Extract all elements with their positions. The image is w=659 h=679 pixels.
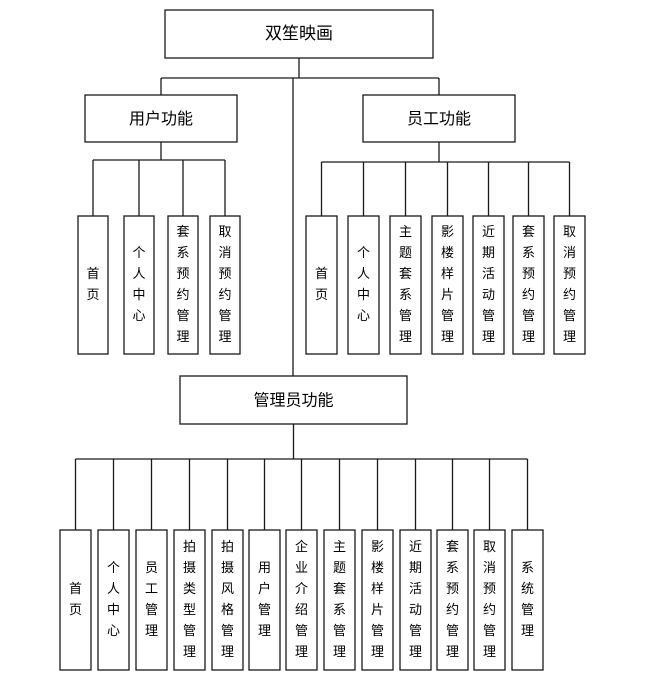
leaf-node-box — [123, 215, 155, 355]
leaf-node-label: 近期活动管理 — [482, 225, 495, 345]
leaf-node-box — [211, 529, 244, 671]
leaf-node-label: 套系预约管理 — [176, 224, 189, 345]
leaf-node-label: 套系预约管理 — [522, 224, 535, 345]
leaf-node-box — [135, 529, 168, 671]
leaf-node-box — [209, 215, 241, 355]
leaf-node-box — [167, 215, 199, 355]
leaf-node-label: 个人中心 — [357, 246, 370, 324]
leaf-node-label: 企业介绍管理 — [295, 539, 308, 660]
group-node-box — [362, 94, 516, 143]
leaf-node-label: 首页 — [86, 267, 99, 303]
leaf-node-box — [473, 529, 506, 671]
leaf-node-label: 主题套系管理 — [333, 540, 346, 660]
leaf-node-label: 系统管理 — [521, 561, 534, 639]
leaf-node-label: 拍摄风格管理 — [221, 540, 234, 660]
leaf-node-box — [173, 529, 206, 671]
leaf-node-box — [512, 215, 545, 355]
leaf-node-label: 个人中心 — [132, 246, 145, 324]
leaf-node-label: 取消预约管理 — [218, 225, 231, 345]
leaf-node-label: 取消预约管理 — [483, 540, 496, 660]
leaf-node-label: 主题套系管理 — [399, 225, 412, 345]
leaf-node-box — [97, 529, 130, 671]
leaf-node-label: 影楼样片管理 — [441, 225, 454, 345]
leaf-node-label: 影楼样片管理 — [371, 540, 384, 660]
leaf-node-box — [59, 529, 92, 671]
leaf-node-label: 个人中心 — [107, 561, 120, 639]
leaf-node-label: 拍摄类型管理 — [183, 540, 196, 660]
leaf-node-label: 员工管理 — [145, 561, 158, 639]
group-node-label: 员工功能 — [407, 109, 471, 128]
leaf-node-label: 套系预约管理 — [446, 539, 459, 660]
node-boxes: 双笙映画用户功能首页个人中心套系预约管理取消预约管理员工功能首页个人中心主题套系… — [59, 9, 586, 671]
leaf-node-box — [323, 529, 356, 671]
group-node-label: 用户功能 — [129, 109, 193, 128]
leaf-node-label: 用户管理 — [258, 561, 271, 639]
leaf-node-box — [347, 215, 380, 355]
leaf-node-label: 近期活动管理 — [409, 540, 422, 660]
group-node-box — [84, 94, 238, 143]
connector-lines — [74, 58, 571, 530]
leaf-node-box — [305, 215, 338, 355]
group-node-box — [179, 375, 408, 425]
leaf-node-label: 取消预约管理 — [563, 225, 576, 345]
leaf-node-box — [511, 529, 544, 671]
root-node-box — [164, 9, 434, 59]
leaf-node-box — [472, 215, 505, 355]
leaf-node-box — [77, 215, 109, 355]
leaf-node-label: 首页 — [315, 267, 328, 303]
leaf-node-box — [431, 215, 464, 355]
leaf-node-box — [553, 215, 586, 355]
group-node-label: 管理员功能 — [253, 391, 333, 410]
leaf-node-box — [389, 215, 422, 355]
leaf-node-box — [248, 529, 281, 671]
leaf-node-box — [285, 529, 318, 671]
root-node-label: 双笙映画 — [265, 24, 333, 44]
leaf-node-label: 首页 — [69, 582, 82, 618]
leaf-node-box — [436, 529, 469, 671]
leaf-node-box — [399, 529, 432, 671]
leaf-node-box — [361, 529, 394, 671]
